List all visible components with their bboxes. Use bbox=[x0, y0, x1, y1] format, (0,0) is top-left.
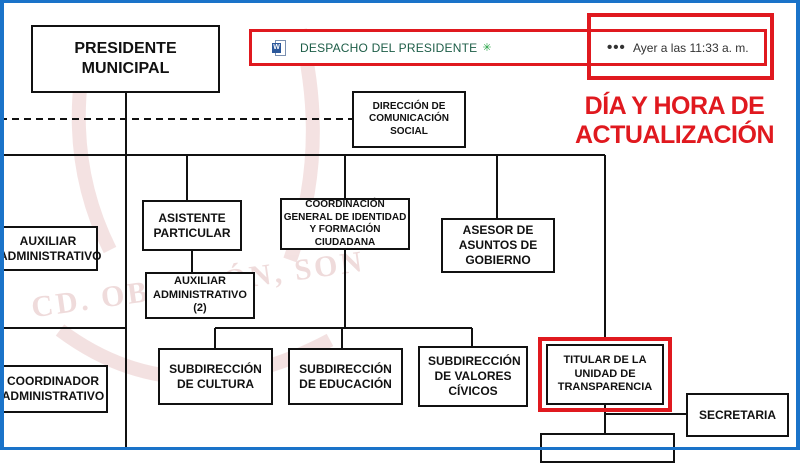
box-subdireccion-valores-civicos: SUBDIRECCIÓN DE VALORES CÍVICOS bbox=[418, 346, 528, 407]
more-options-icon[interactable]: ••• bbox=[607, 39, 626, 56]
annotation-line-2: ACTUALIZACIÓN bbox=[574, 121, 775, 149]
modified-date: Ayer a las 11:33 a. m. bbox=[633, 41, 749, 55]
file-name[interactable]: DESPACHO DEL PRESIDENTE bbox=[300, 40, 478, 55]
box-secretaria: SECRETARIA bbox=[686, 393, 789, 437]
box-cropped-bottom bbox=[540, 433, 675, 463]
highlight-date bbox=[587, 13, 774, 80]
file-info-bar[interactable]: W DESPACHO DEL PRESIDENTE ✳ ••• Ayer a l… bbox=[249, 29, 767, 66]
annotation-label: DÍA Y HORA DE ACTUALIZACIÓN bbox=[574, 92, 775, 150]
box-direccion-comunicacion-social: DIRECCIÓN DE COMUNICACIÓN SOCIAL bbox=[352, 91, 466, 148]
annotation-line-1: DÍA Y HORA DE bbox=[584, 92, 765, 120]
box-titular-unidad-transparencia: TITULAR DE LA UNIDAD DE TRANSPARENCIA bbox=[546, 344, 664, 405]
sync-status-icon: ✳ bbox=[482, 42, 492, 54]
box-auxiliar-administrativo: AUXILIAR ADMINISTRATIVO bbox=[0, 226, 101, 271]
word-document-icon: W bbox=[272, 39, 286, 56]
box-subdireccion-cultura: SUBDIRECCIÓN DE CULTURA bbox=[158, 348, 273, 405]
box-asesor-asuntos-gobierno: ASESOR DE ASUNTOS DE GOBIERNO bbox=[441, 218, 555, 273]
box-coordinador-administrativo: COORDINADOR ADMINISTRATIVO bbox=[0, 365, 108, 413]
box-presidente-municipal: PRESIDENTE MUNICIPAL bbox=[31, 25, 220, 93]
org-chart-connectors bbox=[0, 93, 686, 450]
box-auxiliar-administrativo-2: AUXILIAR ADMINISTRATIVO (2) bbox=[145, 272, 255, 319]
box-asistente-particular: ASISTENTE PARTICULAR bbox=[142, 200, 242, 251]
box-subdireccion-educacion: SUBDIRECCIÓN DE EDUCACIÓN bbox=[288, 348, 403, 405]
box-coordinacion-general: COORDINACIÓN GENERAL DE IDENTIDAD Y FORM… bbox=[280, 198, 410, 250]
highlight-titular-transparencia bbox=[538, 337, 672, 412]
